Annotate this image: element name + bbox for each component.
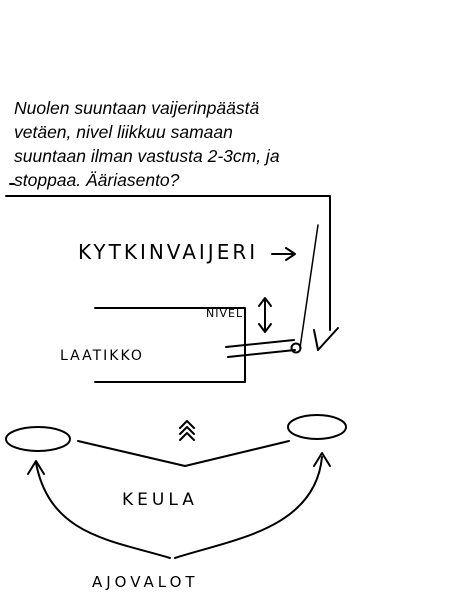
forward-chevrons-icon [179,420,195,441]
bow-line [77,440,290,467]
note-line-2: vetäen, nivel liikkuu samaan [14,122,233,142]
cable-label: KYTKINVAIJERI [78,240,258,264]
joint-rod [225,339,296,358]
joint-double-arrow [258,297,272,333]
right-light-arrowhead [313,452,331,467]
joint-pivot [290,342,302,354]
lights-bracket-left [35,462,171,559]
left-headlight [5,426,71,452]
headlights-label: AJOVALOT [92,573,199,591]
bow-label: KEULA [122,490,198,510]
note-line-4: stoppaa. Ääriasento? [14,170,180,190]
note-line-1: Nuolen suuntaan vaijerinpäästä [14,98,260,118]
note-line-3: suuntaan ilman vastusta 2-3cm, ja [14,146,280,166]
joint-label: NIVEL [206,307,243,320]
cable-right-arrow [271,247,296,261]
left-light-arrowhead [27,460,45,475]
box-label: LAATIKKO [60,348,144,364]
pull-direction-arrow [313,327,339,351]
cable-inner-line [299,224,319,349]
question-note: Nuolen suuntaan vaijerinpäästä vetäen, n… [14,96,354,192]
lights-bracket-right [174,456,323,559]
clutch-cable [5,195,331,331]
right-headlight [287,414,347,440]
